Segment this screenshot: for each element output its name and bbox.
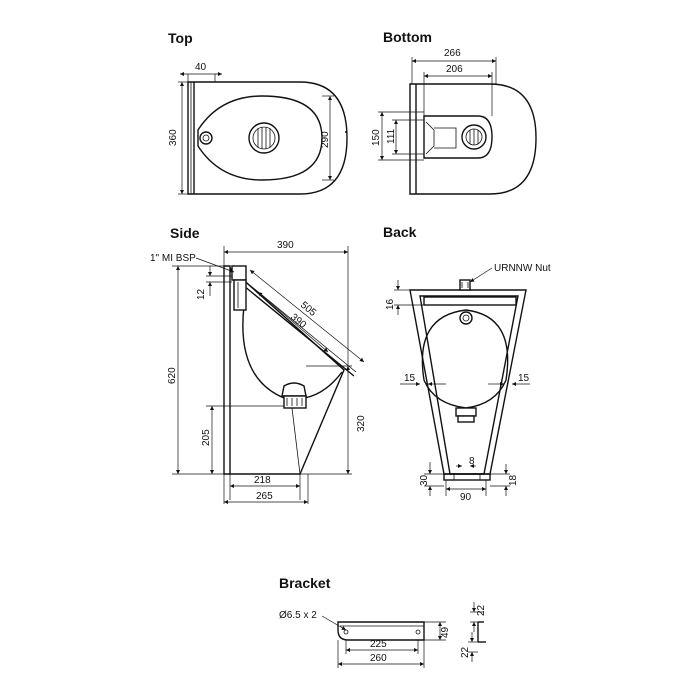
dim-266: 266 xyxy=(444,48,461,59)
back-view-bowl xyxy=(421,309,509,409)
bracket-body xyxy=(337,621,425,641)
side-view-backplate xyxy=(223,265,231,475)
side-view-body xyxy=(229,267,345,475)
back-view-outline xyxy=(409,289,527,475)
dim-205: 205 xyxy=(201,429,212,446)
dim-260: 260 xyxy=(370,653,387,664)
top-view-bowl xyxy=(197,95,323,181)
label-urnnw-nut: URNNW Nut xyxy=(494,263,551,274)
top-view-title: Top xyxy=(168,30,193,46)
side-view-drain xyxy=(281,382,307,409)
bracket-view: Bracket Ø6.5 x 2 49 225 260 xyxy=(279,575,487,668)
dim-111: 111 xyxy=(386,128,397,144)
top-view: Top 40 360 290 xyxy=(168,30,348,195)
dim-620: 620 xyxy=(167,367,178,384)
label-inlet-bsp: 1" MI BSP xyxy=(150,253,196,264)
dim-12: 12 xyxy=(196,288,207,300)
dim-150: 150 xyxy=(371,129,382,146)
dim-40: 40 xyxy=(195,62,207,73)
dim-360: 360 xyxy=(168,129,179,146)
bottom-view: Bottom 266 206 150 111 xyxy=(371,29,537,195)
top-view-inlet xyxy=(199,131,213,145)
back-view-drain xyxy=(455,407,477,423)
dim-22-upper: 22 xyxy=(476,604,487,616)
bottom-view-outline xyxy=(409,83,537,195)
back-view-title: Back xyxy=(383,224,417,240)
dim-18: 18 xyxy=(508,474,519,486)
bracket-view-title: Bracket xyxy=(279,575,331,591)
dim-390-width: 390 xyxy=(277,240,294,251)
side-view-inlet-fitting xyxy=(231,265,247,311)
dim-30: 30 xyxy=(419,474,430,486)
back-view: Back URNNW Nut 16 1 xyxy=(383,224,551,503)
back-view-nut xyxy=(459,279,471,291)
side-view-title: Side xyxy=(170,225,200,241)
bottom-view-drain-body xyxy=(423,115,493,159)
dim-8: 8 xyxy=(469,456,475,467)
dim-225: 225 xyxy=(370,639,387,650)
dim-320: 320 xyxy=(356,415,367,432)
top-view-outline xyxy=(187,81,348,195)
dim-49: 49 xyxy=(440,626,451,638)
dim-206: 206 xyxy=(446,64,463,75)
dim-15-right: 15 xyxy=(518,373,530,384)
dim-15-left: 15 xyxy=(404,373,416,384)
dim-218: 218 xyxy=(254,475,271,486)
dim-22-lower: 22 xyxy=(460,646,471,658)
dim-290: 290 xyxy=(320,131,331,148)
dim-16: 16 xyxy=(385,298,396,310)
bottom-view-title: Bottom xyxy=(383,29,432,45)
label-hole-diameter: Ø6.5 x 2 xyxy=(279,610,317,621)
dim-265: 265 xyxy=(256,491,273,502)
side-view: Side 1" MI BSP 390 xyxy=(150,225,367,505)
dim-90: 90 xyxy=(460,492,472,503)
top-view-drain-icon xyxy=(248,122,280,154)
bracket-side-profile xyxy=(477,621,486,643)
